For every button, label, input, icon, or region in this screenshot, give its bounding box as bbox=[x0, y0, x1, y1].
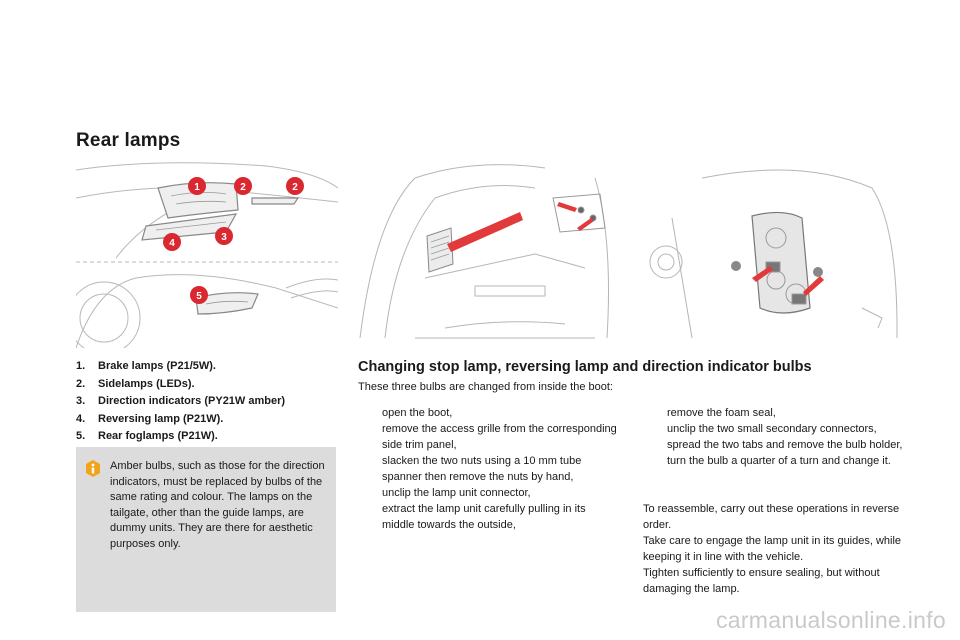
callout-5: 5 bbox=[190, 286, 208, 304]
red-pointer-arrow bbox=[447, 212, 523, 252]
callout-2a: 2 bbox=[234, 177, 252, 195]
svg-text:2: 2 bbox=[292, 182, 298, 193]
step-item: spread the two tabs and remove the bulb … bbox=[667, 439, 903, 451]
step-item: unclip the lamp unit connector, bbox=[382, 487, 531, 499]
lamp-unit-diagram bbox=[642, 158, 904, 348]
closing-line: To reassemble, carry out these operation… bbox=[643, 503, 900, 531]
step-item: unclip the two small secondary connector… bbox=[667, 423, 877, 435]
connector-arrow-2 bbox=[803, 276, 824, 296]
rear-lamps-diagram: 1 2 2 3 4 5 bbox=[76, 158, 338, 348]
svg-text:2: 2 bbox=[240, 182, 246, 193]
legend-item: 4.Reversing lamp (P21W). bbox=[76, 412, 224, 425]
reassembly-notes: To reassemble, carry out these operation… bbox=[643, 501, 913, 597]
info-note-box: Amber bulbs, such as those for the direc… bbox=[76, 447, 336, 612]
callout-2b: 2 bbox=[286, 177, 304, 195]
boot-access-diagram bbox=[355, 158, 620, 348]
callout-4: 4 bbox=[163, 233, 181, 251]
step-item: slacken the two nuts using a 10 mm tube … bbox=[382, 455, 582, 483]
nut-arrow-1 bbox=[557, 202, 577, 212]
page-title: Rear lamps bbox=[76, 130, 181, 151]
callout-3: 3 bbox=[215, 227, 233, 245]
step-item: turn the bulb a quarter of a turn and ch… bbox=[667, 455, 891, 467]
legend-item: 3.Direction indicators (PY21W amber) bbox=[76, 395, 286, 407]
svg-text:4: 4 bbox=[169, 238, 175, 249]
connector-arrow-1 bbox=[752, 266, 773, 282]
step-item: remove the foam seal, bbox=[667, 407, 776, 419]
section-title: Changing stop lamp, reversing lamp and d… bbox=[358, 359, 812, 375]
steps-list-right: remove the foam seal, unclip the two sma… bbox=[643, 405, 913, 469]
svg-text:1: 1 bbox=[194, 182, 200, 193]
steps-list-left: open the boot, remove the access grille … bbox=[358, 405, 620, 533]
section-intro: These three bulbs are changed from insid… bbox=[358, 381, 613, 393]
step-item: open the boot, bbox=[382, 407, 453, 419]
legend-item: 2.Sidelamps (LEDs). bbox=[76, 377, 195, 390]
legend-item: 1.Brake lamps (P21/5W). bbox=[76, 360, 216, 372]
info-text: Amber bulbs, such as those for the direc… bbox=[110, 460, 325, 550]
closing-line: Tighten sufficiently to ensure sealing, … bbox=[643, 567, 880, 595]
svg-text:5: 5 bbox=[196, 291, 202, 302]
step-item: remove the access grille from the corres… bbox=[382, 423, 617, 451]
watermark: carmanualsonline.info bbox=[715, 607, 946, 633]
info-icon bbox=[86, 460, 100, 477]
legend-item: 5.Rear foglamps (P21W). bbox=[76, 430, 218, 442]
callout-1: 1 bbox=[188, 177, 206, 195]
lamp-legend: 1.Brake lamps (P21/5W). 2.Sidelamps (LED… bbox=[76, 358, 285, 446]
svg-text:3: 3 bbox=[221, 232, 227, 243]
nut-arrow-2 bbox=[577, 218, 594, 231]
closing-line: Take care to engage the lamp unit in its… bbox=[643, 535, 902, 563]
step-item: extract the lamp unit carefully pulling … bbox=[382, 503, 586, 531]
